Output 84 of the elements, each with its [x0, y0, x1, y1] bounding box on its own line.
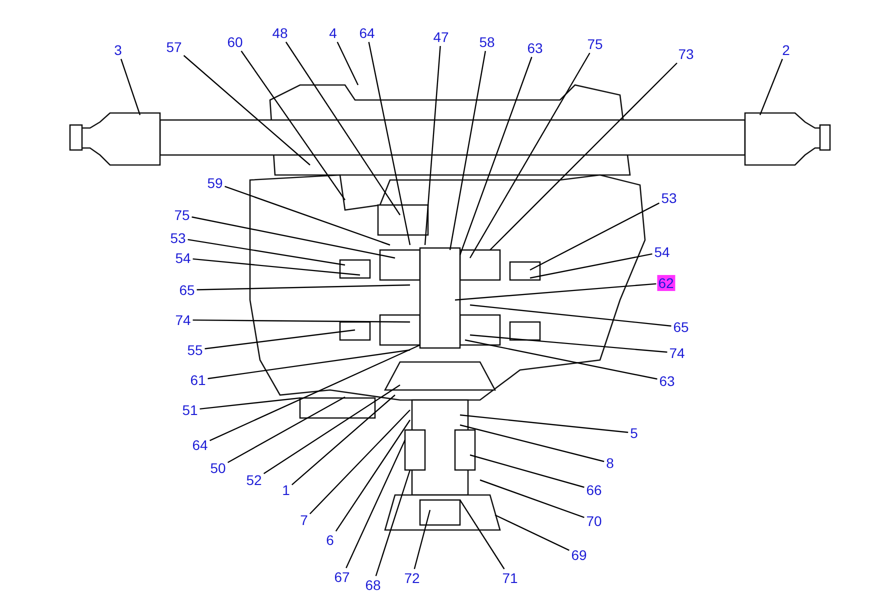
leader-line: [470, 304, 672, 327]
callout-number: 54: [174, 250, 192, 266]
callout-number: 64: [191, 437, 209, 453]
leader-line: [208, 349, 410, 380]
callout-number: 68: [364, 577, 382, 593]
callout-number: 63: [658, 373, 676, 389]
callout-number: 72: [403, 570, 421, 586]
leader-line: [470, 334, 668, 353]
leader-line: [469, 52, 590, 258]
callout-number: 69: [570, 547, 588, 563]
callout-number: 75: [173, 207, 191, 223]
callout-number: 65: [178, 282, 196, 298]
callout-number: 58: [478, 34, 496, 50]
callout-number: 61: [189, 372, 207, 388]
callout-number: 48: [271, 25, 289, 41]
callout-number: 62: [657, 275, 675, 291]
callout-number: 60: [226, 34, 244, 50]
callout-number: 8: [605, 455, 615, 471]
callout-number: 65: [672, 319, 690, 335]
leader-line: [449, 50, 486, 250]
leader-line: [375, 470, 411, 576]
leader-line: [196, 284, 410, 290]
leader-line: [309, 410, 410, 514]
callout-number: 70: [585, 513, 603, 529]
leader-line: [192, 319, 410, 323]
leader-line: [530, 202, 660, 271]
leader-line: [285, 42, 400, 216]
leader-line: [414, 510, 431, 570]
leader-line: [263, 384, 400, 474]
callout-number: 55: [186, 342, 204, 358]
callout-number: 67: [333, 569, 351, 585]
callout-number: 57: [165, 39, 183, 55]
leader-line: [224, 186, 390, 246]
leader-line: [759, 58, 783, 116]
callout-number: 63: [526, 40, 544, 56]
callout-number: 2: [781, 42, 791, 58]
leader-line: [459, 56, 532, 256]
leader-line: [292, 394, 396, 486]
leader-line: [424, 46, 441, 246]
callout-number: 51: [181, 402, 199, 418]
callout-number: 7: [299, 512, 309, 528]
callout-number: 3: [113, 42, 123, 58]
leader-line: [464, 339, 658, 380]
leader-line: [200, 397, 300, 410]
leader-line: [490, 62, 678, 250]
callout-number: 74: [668, 345, 686, 361]
leader-line: [204, 329, 356, 350]
callout-number: 66: [585, 482, 603, 498]
leader-line: [368, 42, 411, 246]
leader-line: [240, 50, 346, 200]
leader-line: [470, 454, 584, 488]
callout-number: 52: [245, 472, 263, 488]
callout-number: 4: [328, 25, 338, 41]
leader-line: [228, 396, 346, 464]
leader-line: [460, 414, 628, 433]
callout-number: 73: [677, 46, 695, 62]
callout-number: 53: [660, 190, 678, 206]
leader-line: [192, 216, 396, 259]
leader-line: [192, 258, 360, 276]
callout-number: 5: [629, 425, 639, 441]
callout-number: 54: [653, 244, 671, 260]
callout-number: 6: [325, 532, 335, 548]
callout-number: 47: [432, 29, 450, 45]
leader-line: [460, 500, 505, 570]
leader-line: [336, 42, 359, 86]
leader-line: [335, 420, 410, 532]
leader-line: [120, 58, 141, 116]
leader-line: [346, 440, 406, 568]
leader-line: [210, 344, 420, 442]
callout-number: 50: [209, 460, 227, 476]
callout-number: 71: [501, 570, 519, 586]
leader-line: [480, 479, 584, 518]
callout-number: 74: [174, 312, 192, 328]
leader-line: [460, 424, 604, 462]
callout-number: 64: [358, 25, 376, 41]
leader-line: [494, 514, 570, 551]
callout-number: 59: [206, 175, 224, 191]
callout-number: 1: [281, 482, 291, 498]
leader-line: [188, 239, 346, 266]
leader-line: [183, 55, 310, 166]
leader-line: [454, 283, 656, 301]
callout-number: 75: [586, 36, 604, 52]
leader-line: [530, 253, 652, 279]
callout-number: 53: [169, 230, 187, 246]
